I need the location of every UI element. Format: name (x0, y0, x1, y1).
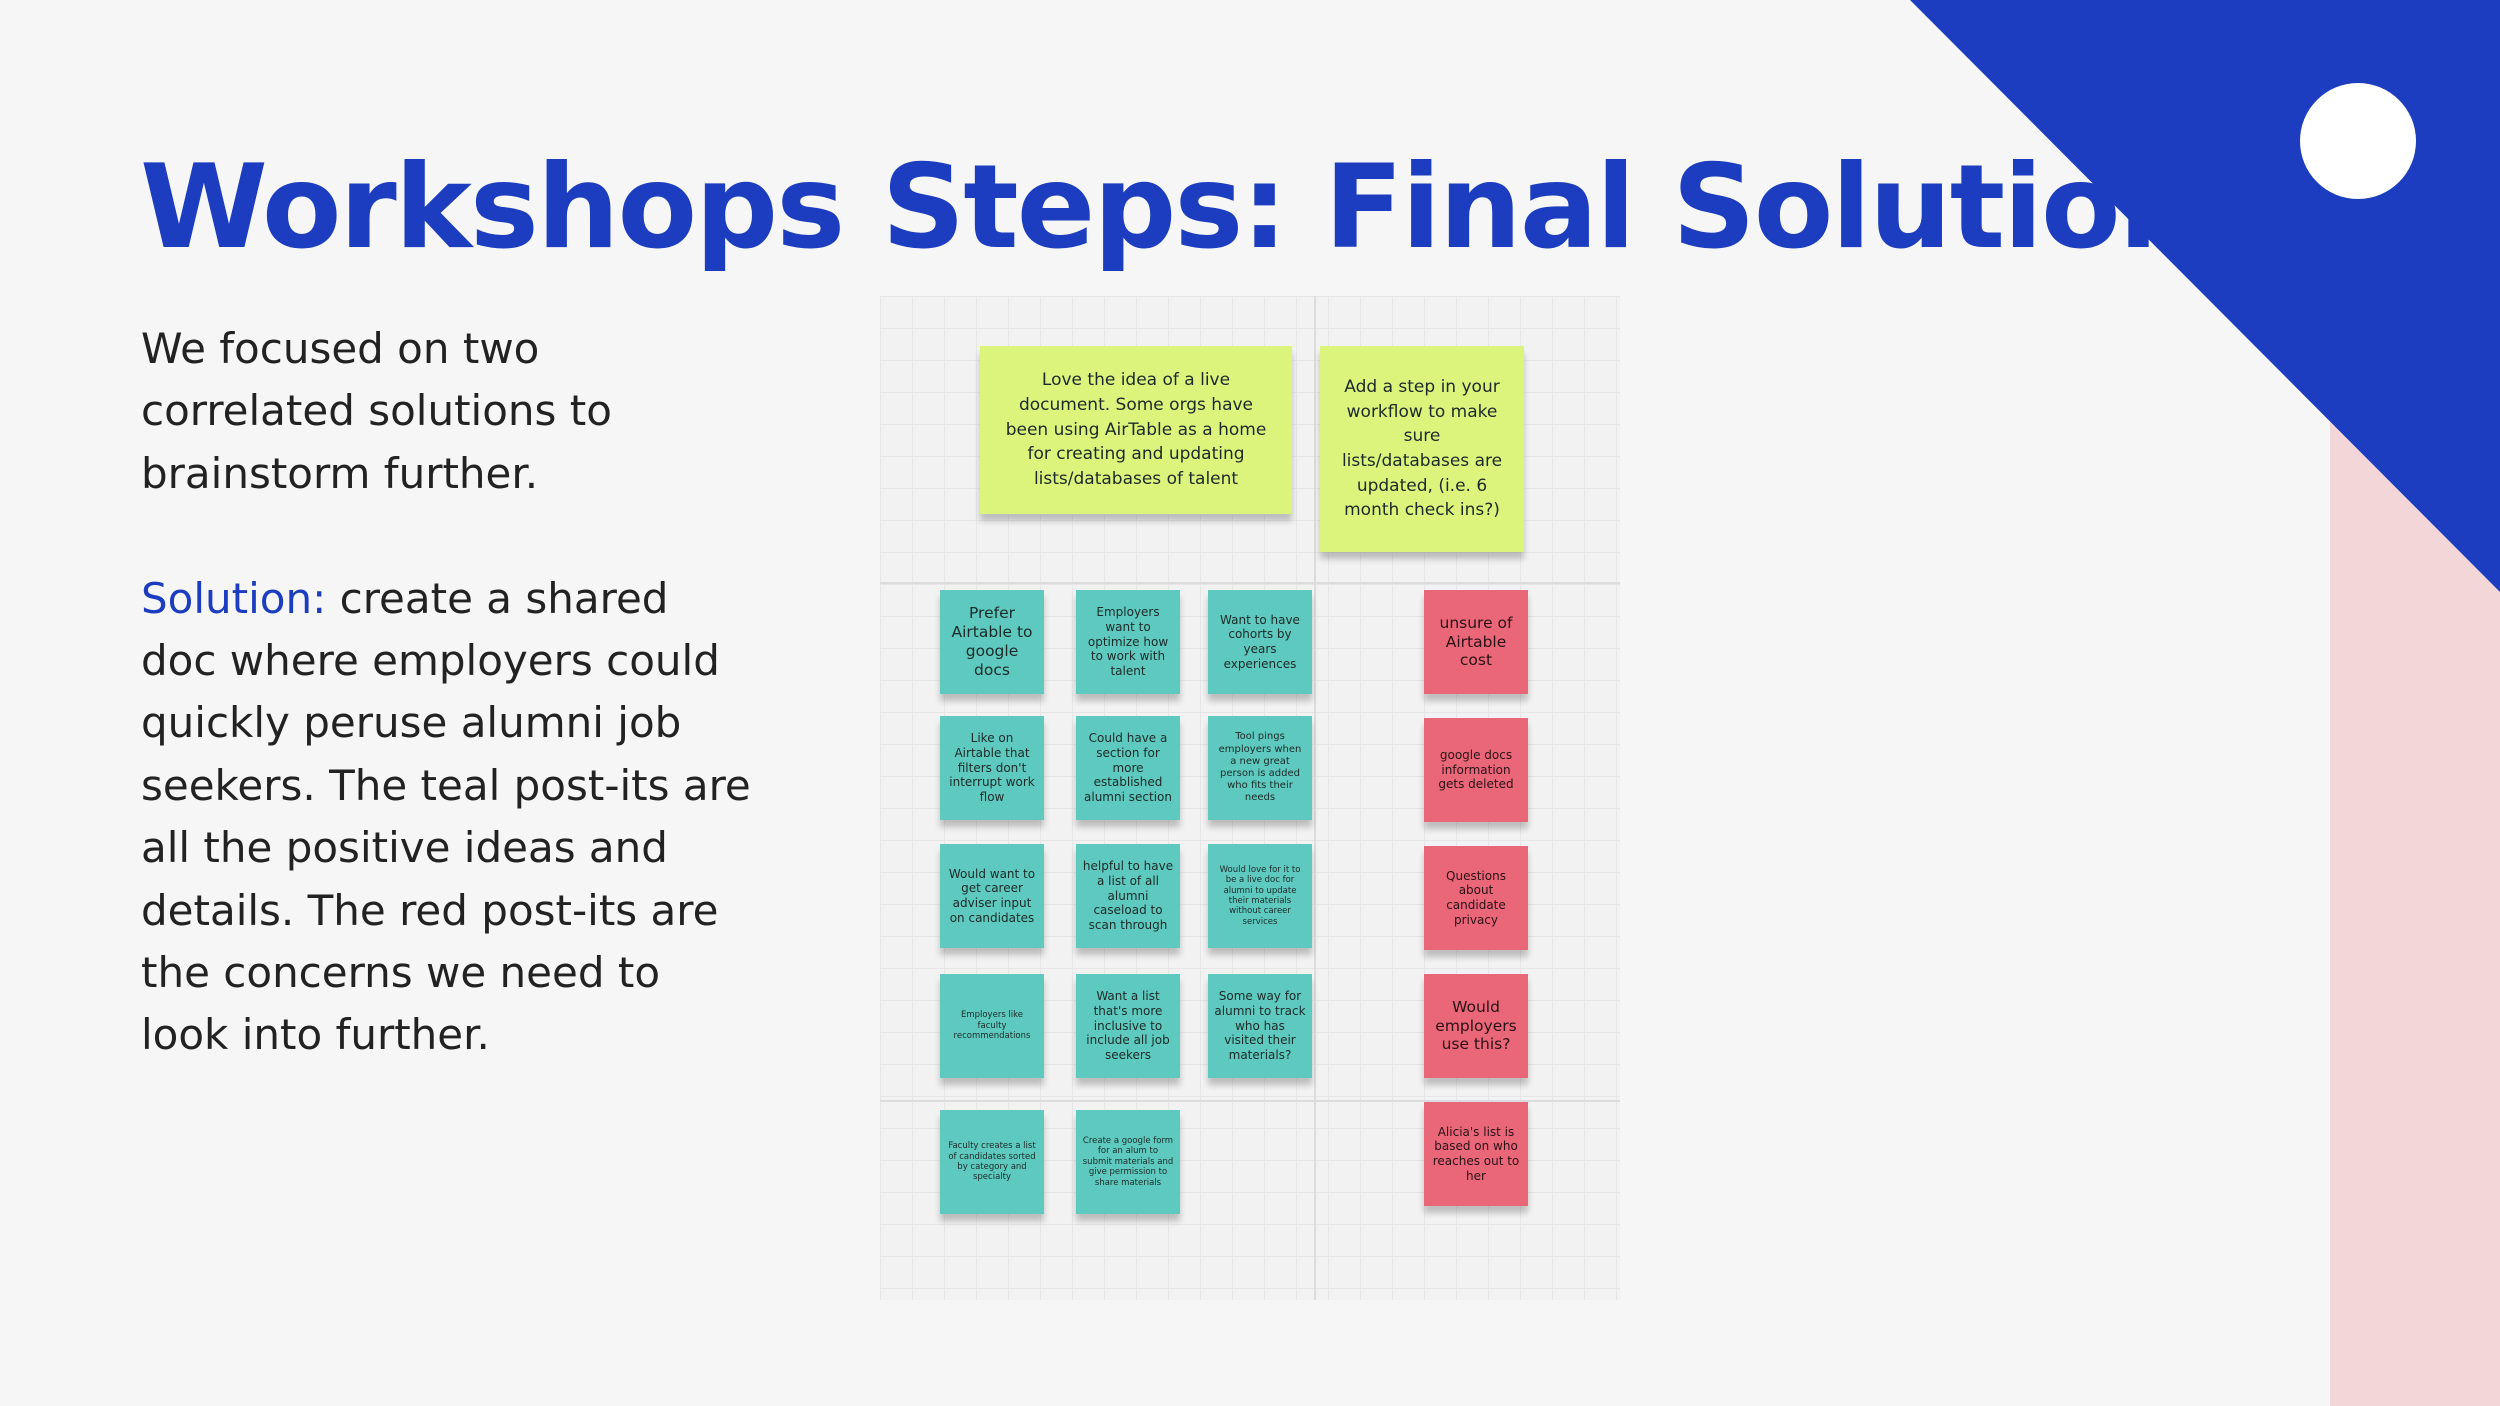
post-it-board-image: Love the idea of a live document. Some o… (880, 296, 1620, 1300)
blue-triangle-shape (1910, 0, 2500, 592)
white-circle-shape (2300, 83, 2416, 199)
red-post-it: Would employers use this? (1424, 974, 1528, 1078)
teal-post-it: Would want to get career adviser input o… (940, 844, 1044, 948)
intro-paragraph: We focused on two correlated solutions t… (141, 324, 612, 498)
board-divider-horizontal (880, 1100, 1620, 1102)
board-divider-vertical (1314, 296, 1316, 1300)
green-post-it: Love the idea of a live document. Some o… (980, 346, 1292, 514)
teal-post-it: Tool pings employers when a new great pe… (1208, 716, 1312, 820)
teal-post-it: Faculty creates a list of candidates sor… (940, 1110, 1044, 1214)
red-post-it: Alicia's list is based on who reaches ou… (1424, 1102, 1528, 1206)
paragraph-spacer (141, 505, 751, 567)
teal-post-it: Want to have cohorts by years experience… (1208, 590, 1312, 694)
teal-post-it: Would love for it to be a live doc for a… (1208, 844, 1312, 948)
teal-post-it: Want a list that's more inclusive to inc… (1076, 974, 1180, 1078)
teal-post-it: Some way for alumni to track who has vis… (1208, 974, 1312, 1078)
teal-post-it: Prefer Airtable to google docs (940, 590, 1044, 694)
red-post-it: unsure of Airtable cost (1424, 590, 1528, 694)
teal-post-it: Create a google form for an alum to subm… (1076, 1110, 1180, 1214)
teal-post-it: Could have a section for more establishe… (1076, 716, 1180, 820)
green-post-it: Add a step in your workflow to make sure… (1320, 346, 1524, 552)
teal-post-it: Like on Airtable that filters don't inte… (940, 716, 1044, 820)
slide-title: Workshops Steps: Final Solution (140, 140, 2201, 275)
solution-label: Solution: (141, 573, 327, 623)
red-post-it: Questions about candidate privacy (1424, 846, 1528, 950)
slide-body-text: We focused on two correlated solutions t… (141, 318, 751, 1067)
solution-paragraph: Solution: create a shared doc where empl… (141, 568, 751, 1067)
teal-post-it: Employers like faculty recommendations (940, 974, 1044, 1078)
teal-post-it: Employers want to optimize how to work w… (1076, 590, 1180, 694)
solution-text: create a shared doc where employers coul… (141, 573, 751, 1060)
teal-post-it: helpful to have a list of all alumni cas… (1076, 844, 1180, 948)
red-post-it: google docs information gets deleted (1424, 718, 1528, 822)
board-divider-horizontal (880, 582, 1620, 584)
